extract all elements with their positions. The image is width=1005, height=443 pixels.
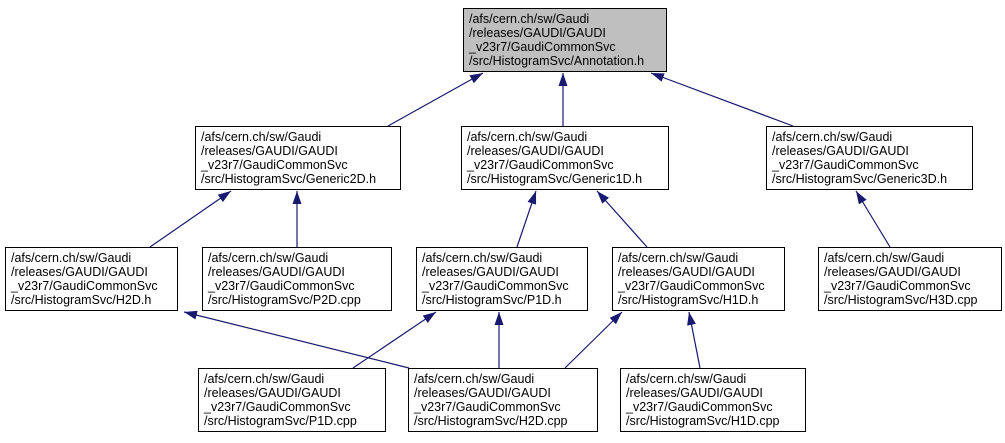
node-label-line: /releases/GAUDI/GAUDI <box>469 26 606 40</box>
node-label-line: /src/HistogramSvc/H2D.cpp <box>414 414 568 428</box>
node-label-line: /src/HistogramSvc/H1D.h <box>618 293 759 307</box>
node-label-line: _v23r7/GaudiCommonSvc <box>626 400 773 414</box>
graph-node-generic1d-h[interactable]: /afs/cern.ch/sw/Gaudi/releases/GAUDI/GAU… <box>461 126 669 190</box>
node-label-line: /afs/cern.ch/sw/Gaudi <box>11 251 132 265</box>
node-label-line: _v23r7/GaudiCommonSvc <box>414 400 561 414</box>
node-label-line: /src/HistogramSvc/Annotation.h <box>469 54 645 68</box>
node-label-line: /src/HistogramSvc/H1D.cpp <box>626 414 780 428</box>
node-label-line: /releases/GAUDI/GAUDI <box>11 265 148 279</box>
node-label-line: /releases/GAUDI/GAUDI <box>618 265 755 279</box>
node-label-line: /src/HistogramSvc/H3D.cpp <box>824 293 978 307</box>
node-label-line: _v23r7/GaudiCommonSvc <box>469 40 616 54</box>
node-label-line: /afs/cern.ch/sw/Gaudi <box>208 251 329 265</box>
node-label-line: /afs/cern.ch/sw/Gaudi <box>414 372 535 386</box>
node-label-line: /src/HistogramSvc/P1D.h <box>422 293 562 307</box>
node-label-line: /releases/GAUDI/GAUDI <box>204 386 341 400</box>
node-label-line: /afs/cern.ch/sw/Gaudi <box>626 372 747 386</box>
node-label-line: /releases/GAUDI/GAUDI <box>208 265 345 279</box>
graph-node-generic2d-h[interactable]: /afs/cern.ch/sw/Gaudi/releases/GAUDI/GAU… <box>195 126 401 190</box>
node-label-line: /afs/cern.ch/sw/Gaudi <box>824 251 945 265</box>
node-label-line: _v23r7/GaudiCommonSvc <box>772 158 919 172</box>
graph-node-h2d-cpp[interactable]: /afs/cern.ch/sw/Gaudi/releases/GAUDI/GAU… <box>408 368 598 432</box>
graph-node-p2d-cpp[interactable]: /afs/cern.ch/sw/Gaudi/releases/GAUDI/GAU… <box>202 247 392 311</box>
edge-h2d_cpp-to-h2d_h <box>183 310 410 369</box>
graph-node-annotation-h: /afs/cern.ch/sw/Gaudi/releases/GAUDI/GAU… <box>463 8 667 72</box>
edge-h2d_h-to-generic2d_h <box>149 190 232 248</box>
node-label-line: /releases/GAUDI/GAUDI <box>772 144 909 158</box>
node-label-line: /afs/cern.ch/sw/Gaudi <box>469 12 590 26</box>
node-label-line: _v23r7/GaudiCommonSvc <box>618 279 765 293</box>
node-label-line: /src/HistogramSvc/P1D.cpp <box>204 414 357 428</box>
node-label-line: /releases/GAUDI/GAUDI <box>824 265 961 279</box>
graph-node-h1d-h[interactable]: /afs/cern.ch/sw/Gaudi/releases/GAUDI/GAU… <box>612 247 785 311</box>
node-label-line: /afs/cern.ch/sw/Gaudi <box>422 251 543 265</box>
node-label-line: /src/HistogramSvc/Generic1D.h <box>467 172 643 186</box>
node-label-line: /src/HistogramSvc/P2D.cpp <box>208 293 361 307</box>
graph-node-p1d-h[interactable]: /afs/cern.ch/sw/Gaudi/releases/GAUDI/GAU… <box>416 247 588 311</box>
node-label-line: /releases/GAUDI/GAUDI <box>422 265 559 279</box>
edge-p1d_cpp-to-p1d_h <box>352 311 437 369</box>
edge-h1d_h-to-generic1d_h <box>596 190 648 248</box>
node-label-line: _v23r7/GaudiCommonSvc <box>208 279 355 293</box>
edge-generic3d_h-to-annotation_h <box>650 72 794 127</box>
edge-generic2d_h-to-annotation_h <box>387 72 484 127</box>
node-label-line: /releases/GAUDI/GAUDI <box>626 386 763 400</box>
node-label-line: /releases/GAUDI/GAUDI <box>201 144 338 158</box>
node-label-line: _v23r7/GaudiCommonSvc <box>201 158 348 172</box>
node-label-line: /releases/GAUDI/GAUDI <box>467 144 604 158</box>
graph-node-generic3d-h[interactable]: /afs/cern.ch/sw/Gaudi/releases/GAUDI/GAU… <box>766 126 973 190</box>
edge-h3d_cpp-to-generic3d_h <box>855 190 891 248</box>
node-label-line: _v23r7/GaudiCommonSvc <box>422 279 569 293</box>
edge-h2d_cpp-to-h1d_h <box>564 311 623 369</box>
graph-node-p1d-cpp[interactable]: /afs/cern.ch/sw/Gaudi/releases/GAUDI/GAU… <box>198 368 386 432</box>
node-label-line: /src/HistogramSvc/H2D.h <box>11 293 152 307</box>
edge-h1d_cpp-to-h1d_h <box>687 311 701 369</box>
graph-node-h1d-cpp[interactable]: /afs/cern.ch/sw/Gaudi/releases/GAUDI/GAU… <box>620 368 806 432</box>
node-label-line: _v23r7/GaudiCommonSvc <box>467 158 614 172</box>
edge-p1d_h-to-generic1d_h <box>516 190 537 248</box>
graph-node-h2d-h[interactable]: /afs/cern.ch/sw/Gaudi/releases/GAUDI/GAU… <box>5 247 178 311</box>
node-label-line: _v23r7/GaudiCommonSvc <box>204 400 351 414</box>
node-label-line: /afs/cern.ch/sw/Gaudi <box>618 251 739 265</box>
node-label-line: /afs/cern.ch/sw/Gaudi <box>772 130 893 144</box>
node-label-line: /src/HistogramSvc/Generic3D.h <box>772 172 948 186</box>
node-label-line: _v23r7/GaudiCommonSvc <box>11 279 158 293</box>
node-label-line: /src/HistogramSvc/Generic2D.h <box>201 172 377 186</box>
node-label-line: /releases/GAUDI/GAUDI <box>414 386 551 400</box>
node-label-line: _v23r7/GaudiCommonSvc <box>824 279 971 293</box>
node-label-line: /afs/cern.ch/sw/Gaudi <box>204 372 325 386</box>
node-label-line: /afs/cern.ch/sw/Gaudi <box>201 130 322 144</box>
node-label-line: /afs/cern.ch/sw/Gaudi <box>467 130 588 144</box>
graph-node-h3d-cpp[interactable]: /afs/cern.ch/sw/Gaudi/releases/GAUDI/GAU… <box>818 247 1002 311</box>
